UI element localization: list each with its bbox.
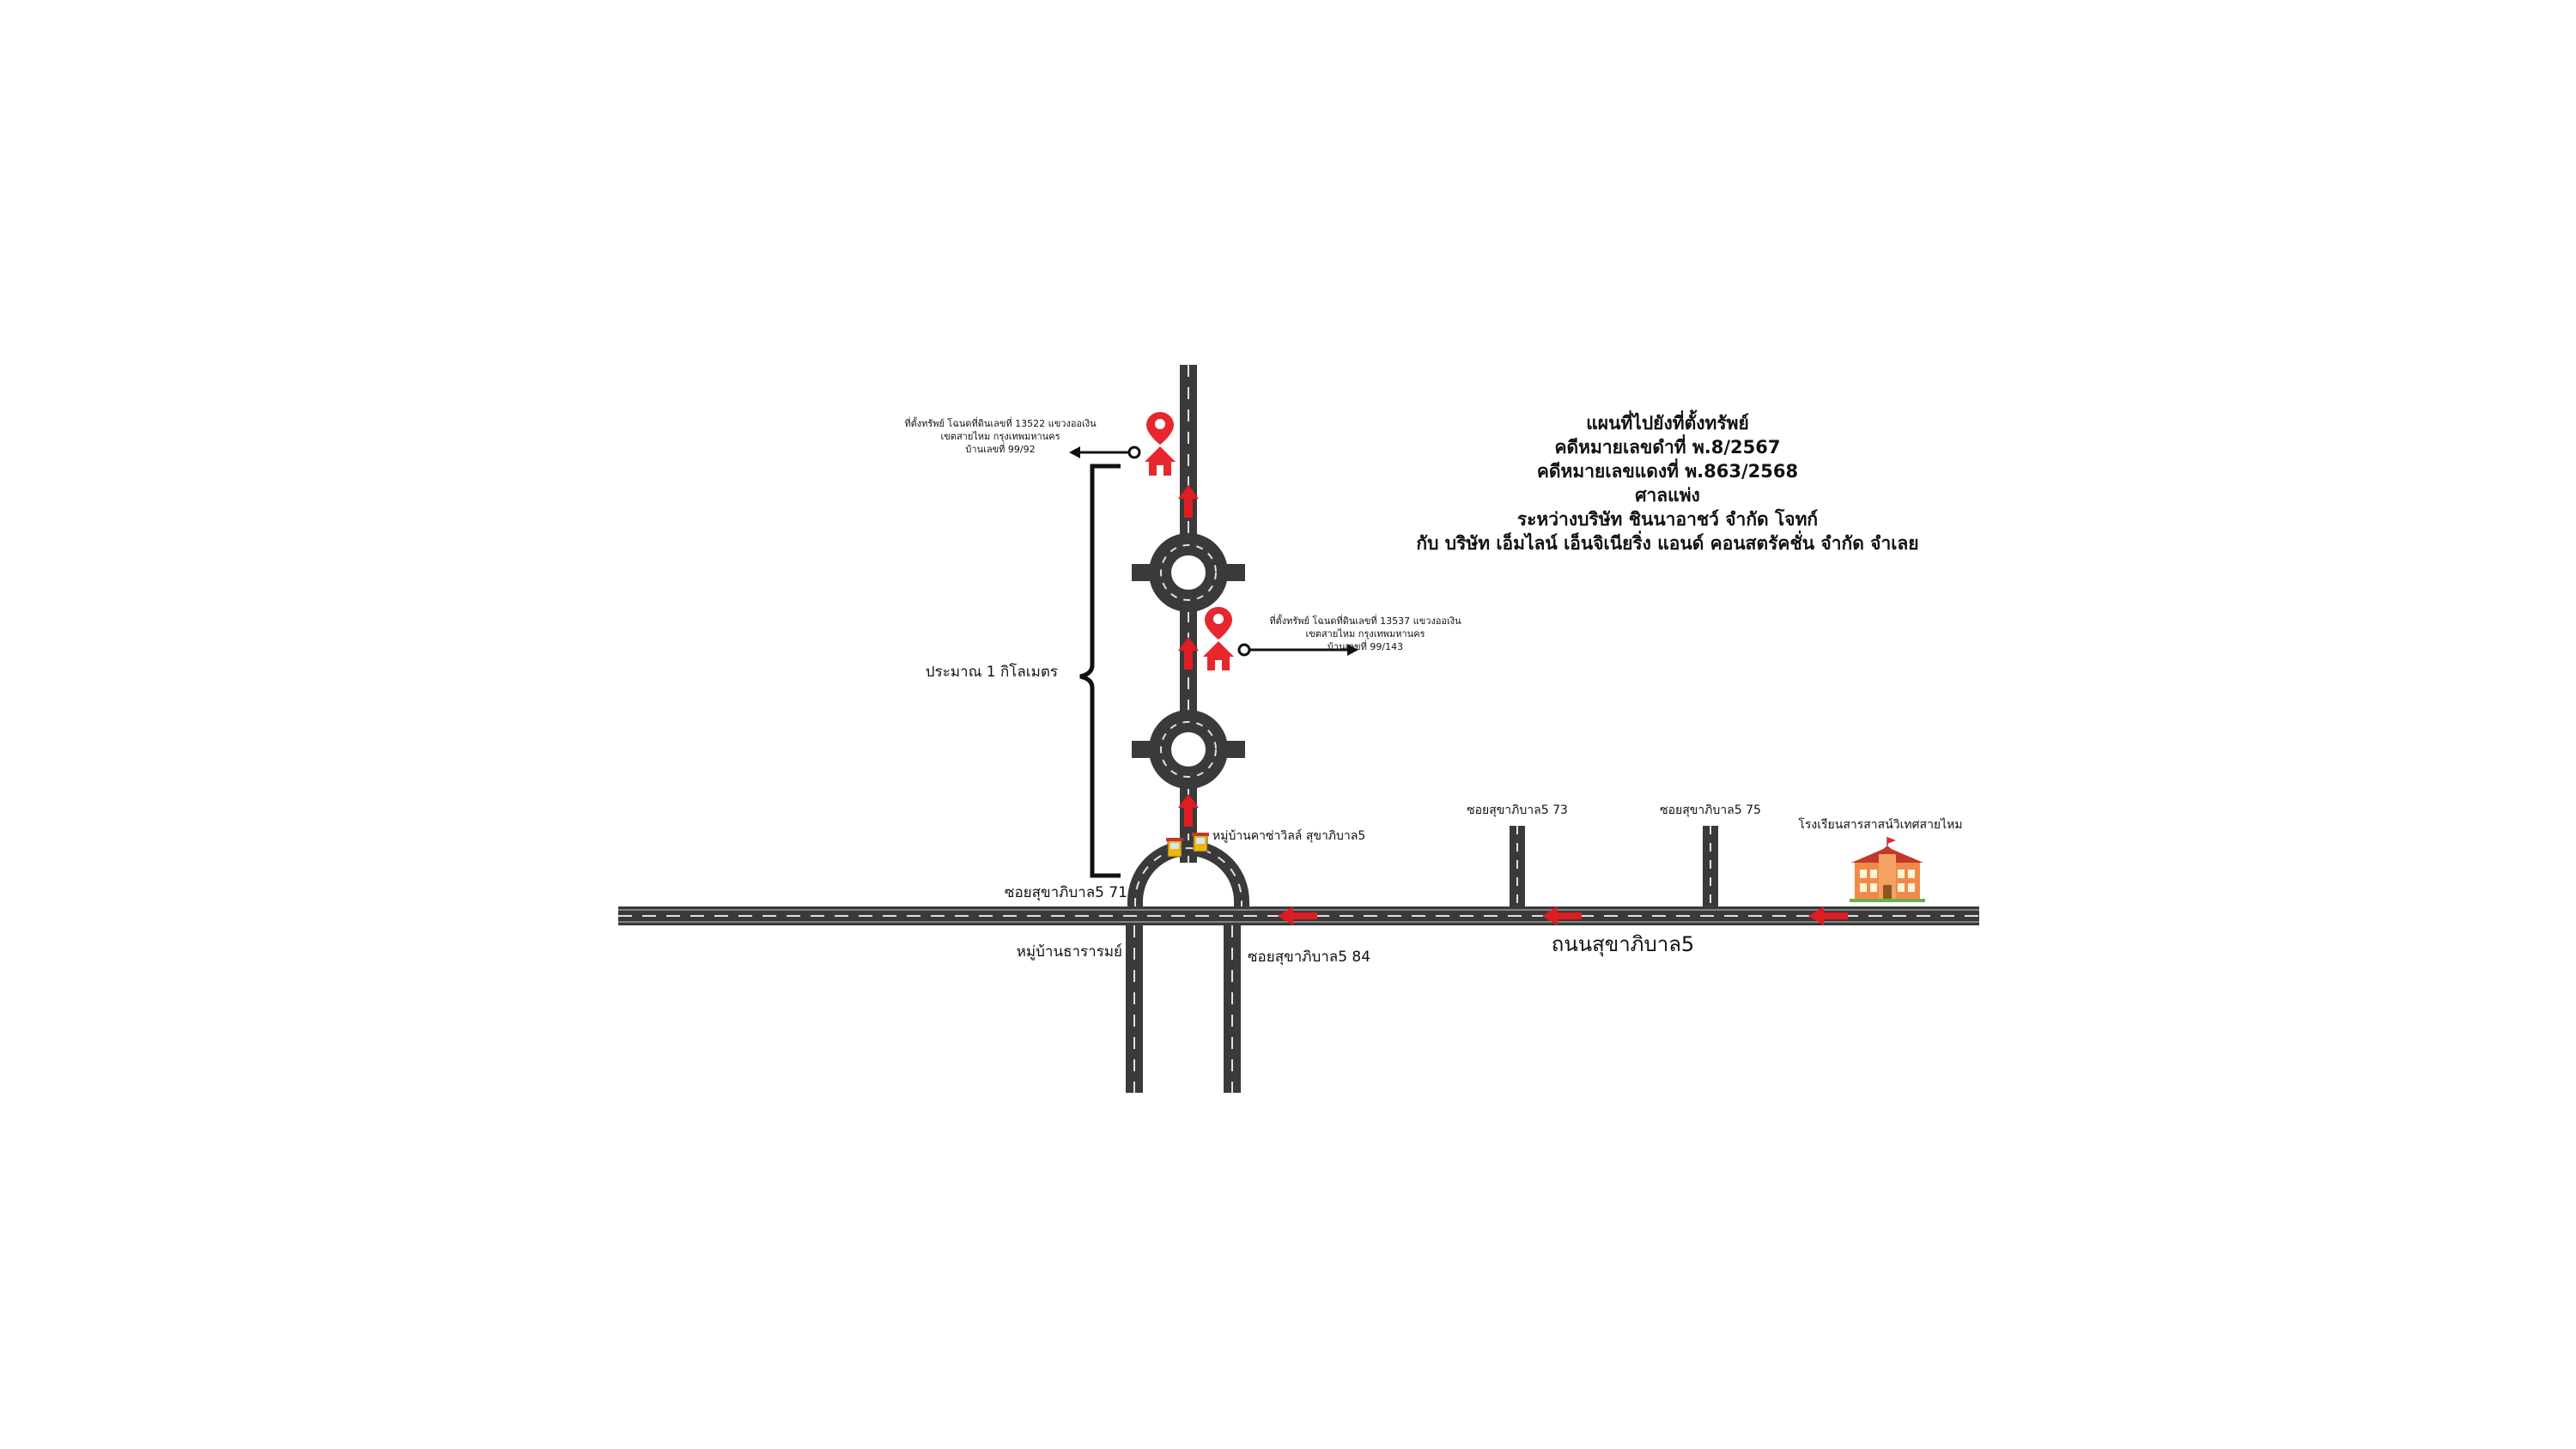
property-2-label: ที่ตั้งทรัพย์ โฉนดที่ดินเลขที่ 13537 แขว…: [1269, 614, 1461, 652]
title-block: แผนที่ไปยังที่ตั้งทรัพย์ คดีหมายเลขดำที่…: [1416, 409, 1918, 554]
property-2-line-2: เขตสายไหม กรุงเทพมหานคร: [1306, 628, 1425, 640]
house-pin-icon: [1145, 412, 1176, 476]
soi-84-label: ซอยสุขาภิบาล5 84: [1248, 949, 1370, 966]
soi-71-label: ซอยสุขาภิบาล5 71: [1005, 884, 1127, 901]
school-label: โรงเรียนสารสาสน์วิเทศสายไหม: [1798, 817, 1962, 832]
soi-84-road: [1224, 925, 1241, 1093]
title-line-5: ระหว่างบริษัท ชินนาอาชว์ จำกัด โจทก์: [1517, 508, 1818, 530]
title-line-4: ศาลแพ่ง: [1635, 485, 1700, 506]
u-turn-loop: [1127, 840, 1249, 906]
distance-bracket: [1079, 464, 1121, 878]
title-line-2: คดีหมายเลขดำที่ พ.8/2567: [1554, 433, 1780, 458]
village-tharam-label: หมู่บ้านธารารมย์: [1017, 943, 1122, 961]
title-line-6: กับ บริษัท เอ็มไลน์ เอ็นจิเนียริ่ง แอนด์…: [1416, 530, 1918, 554]
village-gate-label: หมู่บ้านคาซ่าวิลล์ สุขาภิบาล5: [1212, 828, 1365, 843]
property-1-line-1: ที่ตั้งทรัพย์ โฉนดที่ดินเลขที่ 13522 แขว…: [904, 416, 1097, 429]
property-2-line-1: ที่ตั้งทรัพย์ โฉนดที่ดินเลขที่ 13537 แขว…: [1269, 614, 1461, 627]
guardhouse-icon: [1166, 833, 1209, 858]
property-1-line-2: เขตสายไหม กรุงเทพมหานคร: [941, 431, 1060, 442]
south-road-left: [1126, 925, 1143, 1093]
title-line-1: แผนที่ไปยังที่ตั้งทรัพย์: [1586, 409, 1749, 433]
soi-73-label: ซอยสุขาภิบาล5 73: [1467, 803, 1568, 817]
main-road-label: ถนนสุขาภิบาล5: [1552, 932, 1694, 957]
roundabout-north: [1132, 533, 1245, 612]
soi-75-road: [1703, 826, 1718, 906]
property-2-pointer: [1237, 643, 1358, 657]
roundabout-south: [1132, 710, 1245, 789]
title-line-3: คดีหมายเลขแดงที่ พ.863/2568: [1537, 458, 1798, 482]
house-pin-icon: [1203, 607, 1234, 670]
soi-73-road: [1510, 826, 1525, 906]
school-building-icon: [1850, 837, 1925, 902]
soi-75-label: ซอยสุขาภิบาล5 75: [1660, 803, 1761, 817]
property-2-line-3: บ้านเลขที่ 99/143: [1327, 640, 1403, 652]
property-1-pointer: [1069, 446, 1141, 459]
property-1-line-3: บ้านเลขที่ 99/92: [965, 442, 1035, 455]
property-1-label: ที่ตั้งทรัพย์ โฉนดที่ดินเลขที่ 13522 แขว…: [904, 416, 1097, 455]
distance-label: ประมาณ 1 กิโลเมตร: [926, 663, 1058, 681]
